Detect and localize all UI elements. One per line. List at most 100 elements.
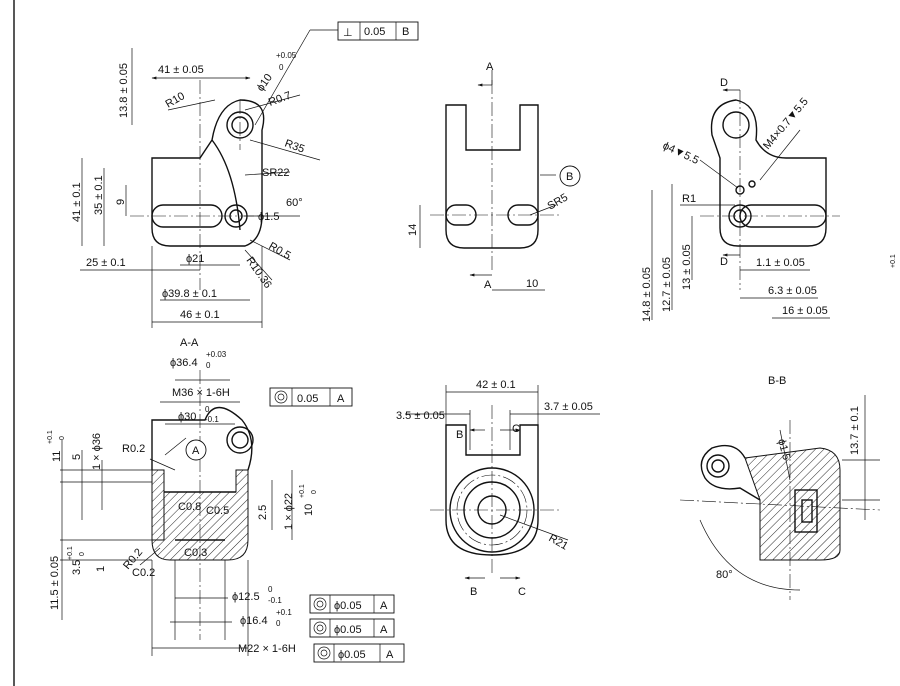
aa-phi30: ϕ30 bbox=[178, 411, 196, 423]
position-icon-1 bbox=[313, 597, 327, 611]
dim-r35: R35 bbox=[283, 138, 306, 156]
dim-phi4: ϕ4▼5.5 bbox=[661, 140, 701, 167]
dim-9: 9 bbox=[115, 199, 127, 205]
aa-x36: 1 × ϕ36 bbox=[91, 433, 103, 470]
dim-3-7: 3.7 ± 0.05 bbox=[544, 401, 593, 413]
dim-phi39-8: ϕ39.8 ± 0.1 bbox=[162, 288, 217, 300]
aa-d3-5-tol2: 0 bbox=[79, 552, 86, 556]
perp-value: 0.05 bbox=[364, 26, 385, 38]
section-mark-b-top: B bbox=[456, 429, 463, 441]
pos1-datum: A bbox=[380, 600, 388, 612]
aa-d10-tol2: 0 bbox=[311, 490, 318, 494]
perp-datum: B bbox=[402, 26, 409, 38]
conc1-datum: A bbox=[337, 393, 345, 405]
dim-m4: M4×0.7▼5.5 bbox=[761, 96, 811, 152]
concentricity-frame bbox=[269, 387, 353, 407]
dim-13: 13 ± 0.05 bbox=[681, 244, 693, 290]
perpendicularity-frame bbox=[337, 21, 419, 41]
section-aa-title: A-A bbox=[180, 337, 199, 349]
aa-phi12-5-tol2: -0.1 bbox=[268, 596, 282, 605]
position-frame-3 bbox=[313, 643, 405, 663]
dim-r0-5: R0.5 bbox=[267, 240, 293, 262]
dim-42: 42 ± 0.1 bbox=[476, 379, 516, 391]
aa-phi12-5-tol: 0 bbox=[268, 585, 273, 594]
dim-46: 46 ± 0.1 bbox=[180, 309, 220, 321]
aa-phi30-tol: 0 bbox=[205, 405, 210, 414]
section-mark-c-top: C bbox=[512, 423, 520, 435]
position-frame-1 bbox=[309, 594, 395, 614]
section-mark-d-bottom: D bbox=[720, 256, 728, 268]
aa-d3-5: 3.5 bbox=[71, 560, 83, 575]
datum-b-circle bbox=[559, 165, 581, 187]
aa-x22: 1 × ϕ22 bbox=[283, 493, 295, 530]
aa-c0-8: C0.8 bbox=[178, 501, 201, 513]
datum-a-letter: A bbox=[192, 445, 200, 457]
aa-d11-tol2: 0 bbox=[59, 436, 66, 440]
aa-d11-5: 11.5 ± 0.05 bbox=[49, 556, 61, 610]
bb-13-7: 13.7 ± 0.1 bbox=[849, 406, 861, 455]
section-mark-a-bottom: A bbox=[484, 279, 492, 291]
dim-phi10: ϕ10 bbox=[255, 72, 275, 94]
dim-14: 14 bbox=[407, 224, 419, 236]
aa-phi12-5: ϕ12.5 bbox=[232, 591, 260, 603]
dim-r0-7: R0.7 bbox=[267, 90, 293, 109]
dim-sr22: SR22 bbox=[262, 167, 290, 179]
aa-d11-tol: +0.1 bbox=[47, 430, 54, 444]
dim-10: 10 bbox=[526, 278, 538, 290]
aa-phi36-4-tol2: 0 bbox=[206, 361, 211, 370]
aa-phi30-tol2: -0.1 bbox=[205, 415, 219, 424]
dim-13-8: 13.8 ± 0.05 bbox=[118, 63, 130, 118]
aa-phi36-4: ϕ36.4 bbox=[170, 357, 198, 369]
aa-d10-tol: +0.1 bbox=[299, 484, 306, 498]
position-icon-2 bbox=[313, 621, 327, 635]
dim-r10: R10 bbox=[164, 90, 187, 110]
dim-sr5: SR5 bbox=[546, 192, 571, 213]
section-mark-b-bottom: B bbox=[470, 586, 477, 598]
side-view bbox=[419, 70, 560, 291]
dim-16: 16 ± 0.05 bbox=[782, 305, 828, 317]
edge-tolerance: +0.1 bbox=[890, 254, 897, 268]
aa-d11: 11 bbox=[51, 451, 63, 462]
dim-phi21: ϕ21 bbox=[186, 253, 204, 265]
aa-m36: M36 × 1-6H bbox=[172, 387, 230, 399]
position-icon-3 bbox=[317, 646, 331, 660]
aa-c0-2: C0.2 bbox=[132, 567, 155, 579]
dim-r1: R1 bbox=[682, 193, 696, 205]
dim-35-1: 35 ± 0.1 bbox=[93, 175, 105, 215]
aa-d1: 1 bbox=[95, 566, 107, 572]
dim-phi1-5: ϕ1.5 bbox=[258, 211, 279, 223]
bb-phi1-5: ϕ1.5 bbox=[775, 438, 792, 462]
aa-c0-3: C0.3 bbox=[184, 547, 207, 559]
dim-r10-36: R10.36 bbox=[244, 255, 274, 291]
dim-25: 25 ± 0.1 bbox=[86, 257, 126, 269]
pos3-datum: A bbox=[386, 649, 394, 661]
pos2-value: ϕ0.05 bbox=[334, 624, 362, 636]
aa-m22: M22 × 1-6H bbox=[238, 643, 296, 655]
aa-r0-2a: R0.2 bbox=[122, 443, 145, 455]
aa-phi16-4-tol: +0.1 bbox=[276, 608, 292, 617]
section-aa-view bbox=[60, 370, 293, 656]
dim-12-7: 12.7 ± 0.05 bbox=[661, 257, 673, 312]
section-mark-a-top: A bbox=[486, 61, 494, 73]
concentricity-icon bbox=[274, 390, 288, 404]
aa-phi16-4: ϕ16.4 bbox=[240, 615, 268, 627]
pos3-value: ϕ0.05 bbox=[338, 649, 366, 661]
aa-c0-5: C0.5 bbox=[206, 505, 229, 517]
dim-41-05: 41 ± 0.05 bbox=[158, 64, 204, 76]
dim-6-3: 6.3 ± 0.05 bbox=[768, 285, 817, 297]
datum-b-letter: B bbox=[566, 171, 573, 183]
aa-phi36-4-tol: +0.03 bbox=[206, 350, 227, 359]
section-bb-title: B-B bbox=[768, 375, 786, 387]
dim-phi10-tol2: 0 bbox=[279, 63, 284, 72]
bottom-view bbox=[405, 385, 600, 580]
dim-60deg: 60° bbox=[286, 197, 303, 209]
front-view bbox=[80, 29, 338, 328]
aa-d3-5-tol: +0.1 bbox=[67, 546, 74, 560]
dim-14-8: 14.8 ± 0.05 bbox=[641, 267, 653, 322]
dim-41-1: 41 ± 0.1 bbox=[71, 182, 83, 222]
dim-1-1: 1.1 ± 0.05 bbox=[756, 257, 805, 269]
bb-80deg: 80° bbox=[716, 569, 733, 581]
conc1-value: 0.05 bbox=[297, 393, 318, 405]
section-mark-d-top: D bbox=[720, 77, 728, 89]
dim-phi10-tol: +0.05 bbox=[276, 51, 297, 60]
